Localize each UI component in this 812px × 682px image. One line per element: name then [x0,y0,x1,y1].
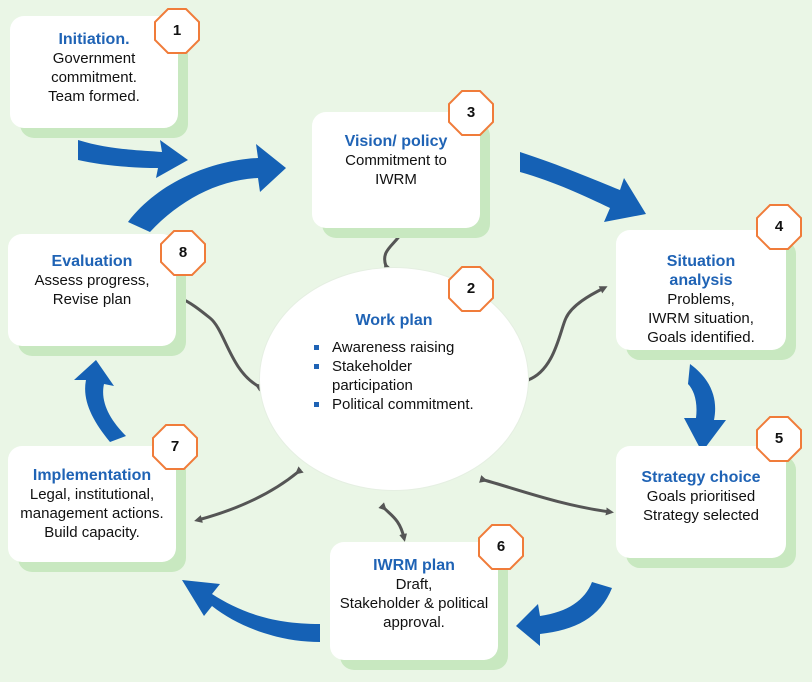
step-iwrmplan-card: IWRM plan Draft, Stakeholder & political… [330,542,498,660]
step-text: Stakeholder & political [339,595,489,612]
step-text: management actions. [20,505,164,522]
step-title: IWRM plan [373,557,455,574]
step-number-badge: 6 [478,524,524,570]
blue-arrows [74,140,726,646]
list-item: Political commitment. [312,395,474,414]
step-implementation-card: Implementation Legal, institutional, man… [8,446,176,562]
step-text: Assess progress, [34,272,150,289]
step-strategy-card: Strategy choice Goals prioritised Strate… [616,446,786,558]
step-text: Problems, [667,291,735,308]
work-plan-title: Work plan [355,312,433,329]
badge-number: 5 [774,430,784,447]
connector-evaluation [176,295,264,392]
work-plan-list: Awareness raising Stakeholder participat… [312,338,474,414]
step-text: Goals identified. [647,329,755,346]
step-text: Commitment to [345,152,447,169]
step-title: Evaluation [51,253,133,270]
step-title: Vision/ policy [344,133,448,150]
badge-number: 7 [170,438,180,455]
step-text: approval. [383,614,445,631]
step-text: Legal, institutional, [29,486,155,503]
step-text: Goals prioritised [646,488,756,505]
step-title: Implementation [32,467,152,484]
step-text: IWRM [375,171,417,188]
step-text: IWRM situation, [648,310,754,327]
step-situation-card: Situation analysis Problems, IWRM situat… [616,230,786,350]
connectors [176,228,614,542]
step-title: Strategy choice [641,469,761,486]
step-evaluation-card: Evaluation Assess progress, Revise plan [8,234,176,346]
step-number-badge: 3 [448,90,494,136]
badge-number: 8 [178,244,188,261]
step-title: Initiation. [58,31,130,48]
connector-situation [522,286,608,386]
step-number-badge: 5 [756,416,802,462]
step-title: Situation [666,253,736,270]
arrow-iwrmplan-to-implementation [182,580,320,642]
step-number-badge: 8 [160,230,206,276]
step-number-badge: 7 [152,424,198,470]
list-item: Awareness raising [312,338,474,357]
arrow-evaluation-to-vision [128,144,286,232]
step-text: Revise plan [52,291,132,308]
step-text: Government [52,50,136,67]
step-title-2: analysis [669,272,733,289]
connector-vision [383,228,404,272]
list-item: Stakeholder [312,357,474,376]
arrow-situation-to-strategy [684,364,726,452]
step-initiation-card: Initiation. Government commitment. Team … [10,16,178,128]
step-text: Draft, [395,576,433,593]
connector-iwrmplan [378,502,408,542]
step-vision-card: Vision/ policy Commitment to IWRM [312,112,480,228]
step-number-badge: 2 [448,266,494,312]
arrow-initiation-to-vision [78,140,188,178]
badge-number: 6 [496,538,506,555]
work-plan-ellipse: Work plan Awareness raising Stakeholder … [260,268,528,490]
badge-number: 4 [774,218,784,235]
badge-number: 1 [172,22,182,39]
connector-implementation [194,466,304,523]
step-text: Build capacity. [44,524,140,541]
step-number-badge: 1 [154,8,200,54]
step-text: Team formed. [48,88,140,105]
badge-number: 2 [466,280,476,297]
list-item-continuation: participation [332,377,413,394]
arrow-vision-to-situation [520,152,646,222]
arrow-implementation-to-evaluation [74,360,126,442]
connector-strategy [479,475,614,516]
badge-number: 3 [466,104,476,121]
step-number-badge: 4 [756,204,802,250]
arrow-strategy-to-iwrmplan [516,582,612,646]
step-text: Strategy selected [643,507,759,524]
step-text: commitment. [51,69,137,86]
